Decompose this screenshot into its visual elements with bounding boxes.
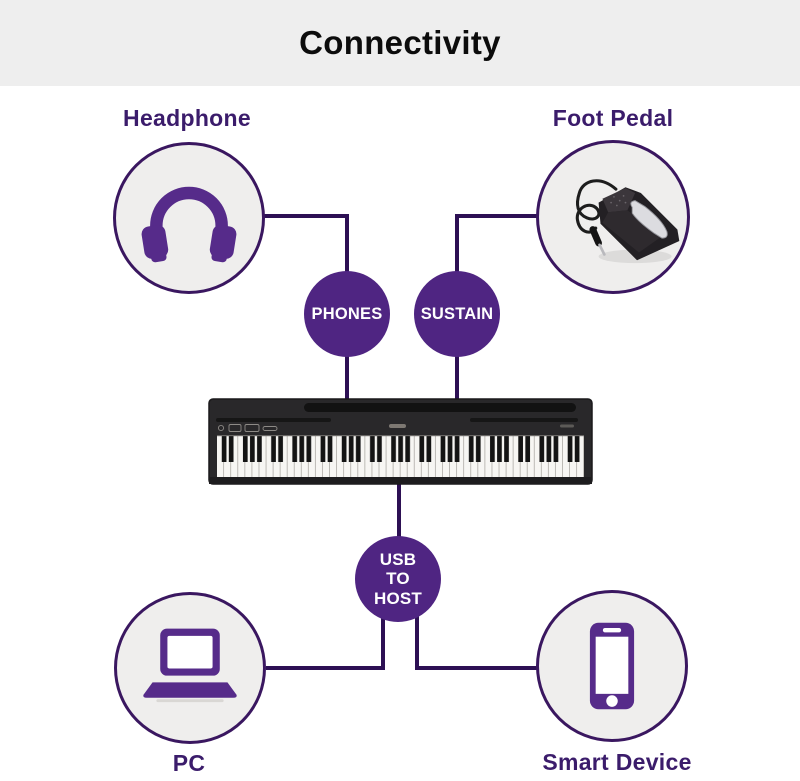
connector-line <box>266 610 385 670</box>
page-title: Connectivity <box>299 24 501 61</box>
smart-device-label: Smart Device <box>542 749 692 775</box>
piano-brand-logo <box>389 424 406 428</box>
piano-control-buttons <box>217 424 278 432</box>
pc-node <box>114 592 266 744</box>
piano-speaker-slot <box>304 403 576 412</box>
phones-port-badge: PHONES <box>304 271 390 357</box>
sustain-port-label: SUSTAIN <box>420 304 494 323</box>
smart-device-node <box>536 590 688 742</box>
usb-line-1: USB <box>379 550 417 570</box>
usb-line-2: TO <box>386 569 410 589</box>
connector-line <box>415 610 538 670</box>
headphones-icon <box>141 186 237 263</box>
laptop-icon <box>143 628 237 703</box>
piano-black-keys <box>217 435 584 462</box>
connector-line <box>455 214 540 273</box>
headphone-label: Headphone <box>123 105 251 131</box>
headphone-node <box>113 142 265 294</box>
usb-line-3: HOST <box>373 588 423 608</box>
smartphone-icon <box>589 622 635 710</box>
foot-pedal-label: Foot Pedal <box>552 105 674 131</box>
digital-piano-image <box>208 398 593 485</box>
phones-port-label: PHONES <box>311 304 383 323</box>
usb-to-host-port-badge: USB TO HOST <box>355 536 441 622</box>
pedal-jack-plug <box>589 226 602 247</box>
connector-line <box>262 214 349 273</box>
pedal-lever <box>630 200 668 239</box>
foot-pedal-node <box>536 140 690 294</box>
sustain-pedal-photo <box>575 179 680 264</box>
sustain-port-badge: SUSTAIN <box>414 271 500 357</box>
header-band: Connectivity <box>0 0 800 86</box>
pc-label: PC <box>172 750 206 776</box>
